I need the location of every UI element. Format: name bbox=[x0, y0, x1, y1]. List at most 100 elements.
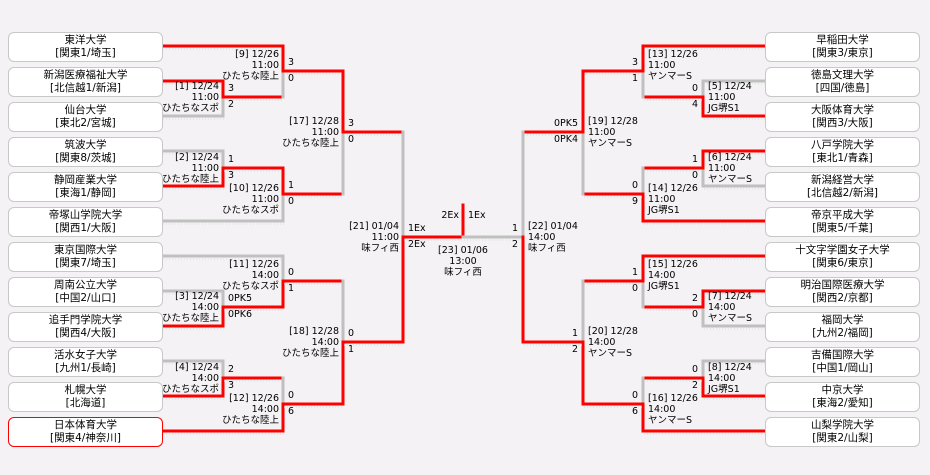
match-time: 11:00 bbox=[311, 127, 339, 138]
team-box[interactable]: 東洋大学[関東1/埼玉] bbox=[8, 32, 163, 62]
team-box[interactable]: 追手門学院大学[関西4/大阪] bbox=[8, 312, 163, 342]
match-venue: ひたちな陸上 bbox=[161, 313, 219, 324]
team-box[interactable]: 札幌大学[北海道] bbox=[8, 382, 163, 412]
team-box[interactable]: 静岡産業大学[東海1/静岡] bbox=[8, 172, 163, 202]
team-box[interactable]: 山梨学院大学[関東2/山梨] bbox=[765, 417, 920, 447]
match-label: [3] 12/24 bbox=[175, 291, 219, 302]
match-time: 11:00 bbox=[588, 127, 616, 138]
team-region: [東北2/宮城] bbox=[55, 117, 116, 129]
score-bottom: 1Ex bbox=[468, 210, 486, 221]
score-top: 1 bbox=[288, 180, 295, 191]
match-venue: ヤンマーS bbox=[648, 71, 693, 82]
match-venue: JG堺S1 bbox=[708, 384, 740, 395]
score-bottom: 3 bbox=[228, 380, 235, 391]
team-name: 周南公立大学 bbox=[54, 279, 117, 291]
team-box[interactable]: 十文字学園女子大学[関東6/東京] bbox=[765, 242, 920, 272]
team-box[interactable]: 中京大学[東海2/愛知] bbox=[765, 382, 920, 412]
match-label: [20] 12/28 bbox=[588, 326, 638, 337]
score-bottom: 0 bbox=[288, 196, 295, 207]
match-venue: ヤンマーS bbox=[588, 348, 633, 359]
match-label: [23] 01/06 bbox=[438, 245, 488, 256]
team-region: [中国1/岡山] bbox=[812, 362, 873, 374]
score-bottom: 4 bbox=[691, 99, 698, 110]
score-bottom: 6 bbox=[631, 406, 638, 417]
team-box[interactable]: 明治国際医療大学[関西2/京都] bbox=[765, 277, 920, 307]
match-time: 13:00 bbox=[449, 256, 477, 267]
team-box[interactable]: 八戸学院大学[東北1/青森] bbox=[765, 137, 920, 167]
team-name: 活水女子大学 bbox=[54, 349, 117, 361]
team-name: 徳島文理大学 bbox=[811, 69, 874, 81]
match-venue: 味フィ西 bbox=[444, 267, 482, 278]
match-time: 11:00 bbox=[708, 163, 736, 174]
match-label: [12] 12/26 bbox=[229, 393, 279, 404]
team-region: [中国2/山口] bbox=[55, 292, 116, 304]
match-time: 14:00 bbox=[648, 404, 676, 415]
team-region: [関西2/京都] bbox=[812, 292, 873, 304]
match-time: 11:00 bbox=[191, 163, 219, 174]
score-bottom: 2 bbox=[691, 380, 698, 391]
score-top: 0 bbox=[348, 328, 355, 339]
score-bottom: 1 bbox=[288, 283, 295, 294]
team-box[interactable]: 吉備国際大学[中国1/岡山] bbox=[765, 347, 920, 377]
score-bottom: 0PK6 bbox=[228, 309, 253, 320]
team-box[interactable]: 筑波大学[関東8/茨城] bbox=[8, 137, 163, 167]
team-name: 静岡産業大学 bbox=[54, 174, 117, 186]
match-time: 14:00 bbox=[251, 404, 279, 415]
match-time: 14:00 bbox=[191, 373, 219, 384]
match-time: 14:00 bbox=[311, 337, 339, 348]
team-name: 大阪体育大学 bbox=[811, 104, 874, 116]
team-box[interactable]: 徳島文理大学[四国/徳島] bbox=[765, 67, 920, 97]
match-label: [5] 12/24 bbox=[708, 81, 752, 92]
team-box[interactable]: 新潟医療福祉大学[北信越1/新潟] bbox=[8, 67, 163, 97]
team-box[interactable]: 大阪体育大学[関西3/大阪] bbox=[765, 102, 920, 132]
match-label: [8] 12/24 bbox=[708, 362, 752, 373]
team-box[interactable]: 周南公立大学[中国2/山口] bbox=[8, 277, 163, 307]
match-venue: ひたちな陸上 bbox=[161, 174, 219, 185]
match-venue: ひたちなスポ bbox=[221, 281, 279, 292]
team-box[interactable]: 日本体育大学[関東4/神奈川] bbox=[8, 417, 163, 447]
match-label: [19] 12/28 bbox=[588, 116, 638, 127]
team-box[interactable]: 福岡大学[九州2/福岡] bbox=[765, 312, 920, 342]
team-box[interactable]: 東京国際大学[関東7/埼玉] bbox=[8, 242, 163, 272]
match-label: [18] 12/28 bbox=[289, 326, 339, 337]
team-region: [関東1/埼玉] bbox=[55, 47, 116, 59]
score-top: 3 bbox=[631, 57, 638, 68]
team-name: 新潟医療福祉大学 bbox=[43, 69, 128, 81]
match-time: 14:00 bbox=[191, 302, 219, 313]
team-box[interactable]: 早稲田大学[関東3/東京] bbox=[765, 32, 920, 62]
match-venue: 味フィ西 bbox=[528, 243, 566, 254]
score-bottom: 3 bbox=[228, 170, 235, 181]
score-bottom: 2 bbox=[228, 99, 235, 110]
team-box[interactable]: 活水女子大学[九州1/長崎] bbox=[8, 347, 163, 377]
team-region: [北海道] bbox=[65, 397, 106, 409]
score-bottom: 1 bbox=[348, 344, 355, 355]
score-bottom: 0 bbox=[691, 170, 698, 181]
match-venue: ひたちな陸上 bbox=[221, 71, 279, 82]
match-venue: ヤンマーS bbox=[588, 138, 633, 149]
score-top: 1 bbox=[571, 328, 578, 339]
match-label: [2] 12/24 bbox=[175, 152, 219, 163]
team-name: 早稲田大学 bbox=[816, 34, 869, 46]
team-box[interactable]: 帝塚山学院大学[関西1/大阪] bbox=[8, 207, 163, 237]
team-name: 日本体育大学 bbox=[54, 419, 117, 431]
team-box[interactable]: 帝京平成大学[関東5/千葉] bbox=[765, 207, 920, 237]
team-box[interactable]: 新潟経営大学[北信越2/新潟] bbox=[765, 172, 920, 202]
match-time: 14:00 bbox=[648, 270, 676, 281]
score-bottom: 0 bbox=[348, 134, 355, 145]
match-venue: ヤンマーS bbox=[708, 174, 753, 185]
match-time: 14:00 bbox=[588, 337, 616, 348]
team-region: [北信越2/新潟] bbox=[807, 187, 878, 199]
team-region: [関東5/千葉] bbox=[812, 222, 873, 234]
match-label: [1] 12/24 bbox=[175, 81, 219, 92]
team-name: 新潟経営大学 bbox=[811, 174, 874, 186]
team-box[interactable]: 仙台大学[東北2/宮城] bbox=[8, 102, 163, 132]
match-time: 14:00 bbox=[708, 373, 736, 384]
score-top: 1 bbox=[631, 267, 638, 278]
match-venue: JG堺S1 bbox=[708, 103, 740, 114]
team-name: 帝京平成大学 bbox=[811, 209, 874, 221]
